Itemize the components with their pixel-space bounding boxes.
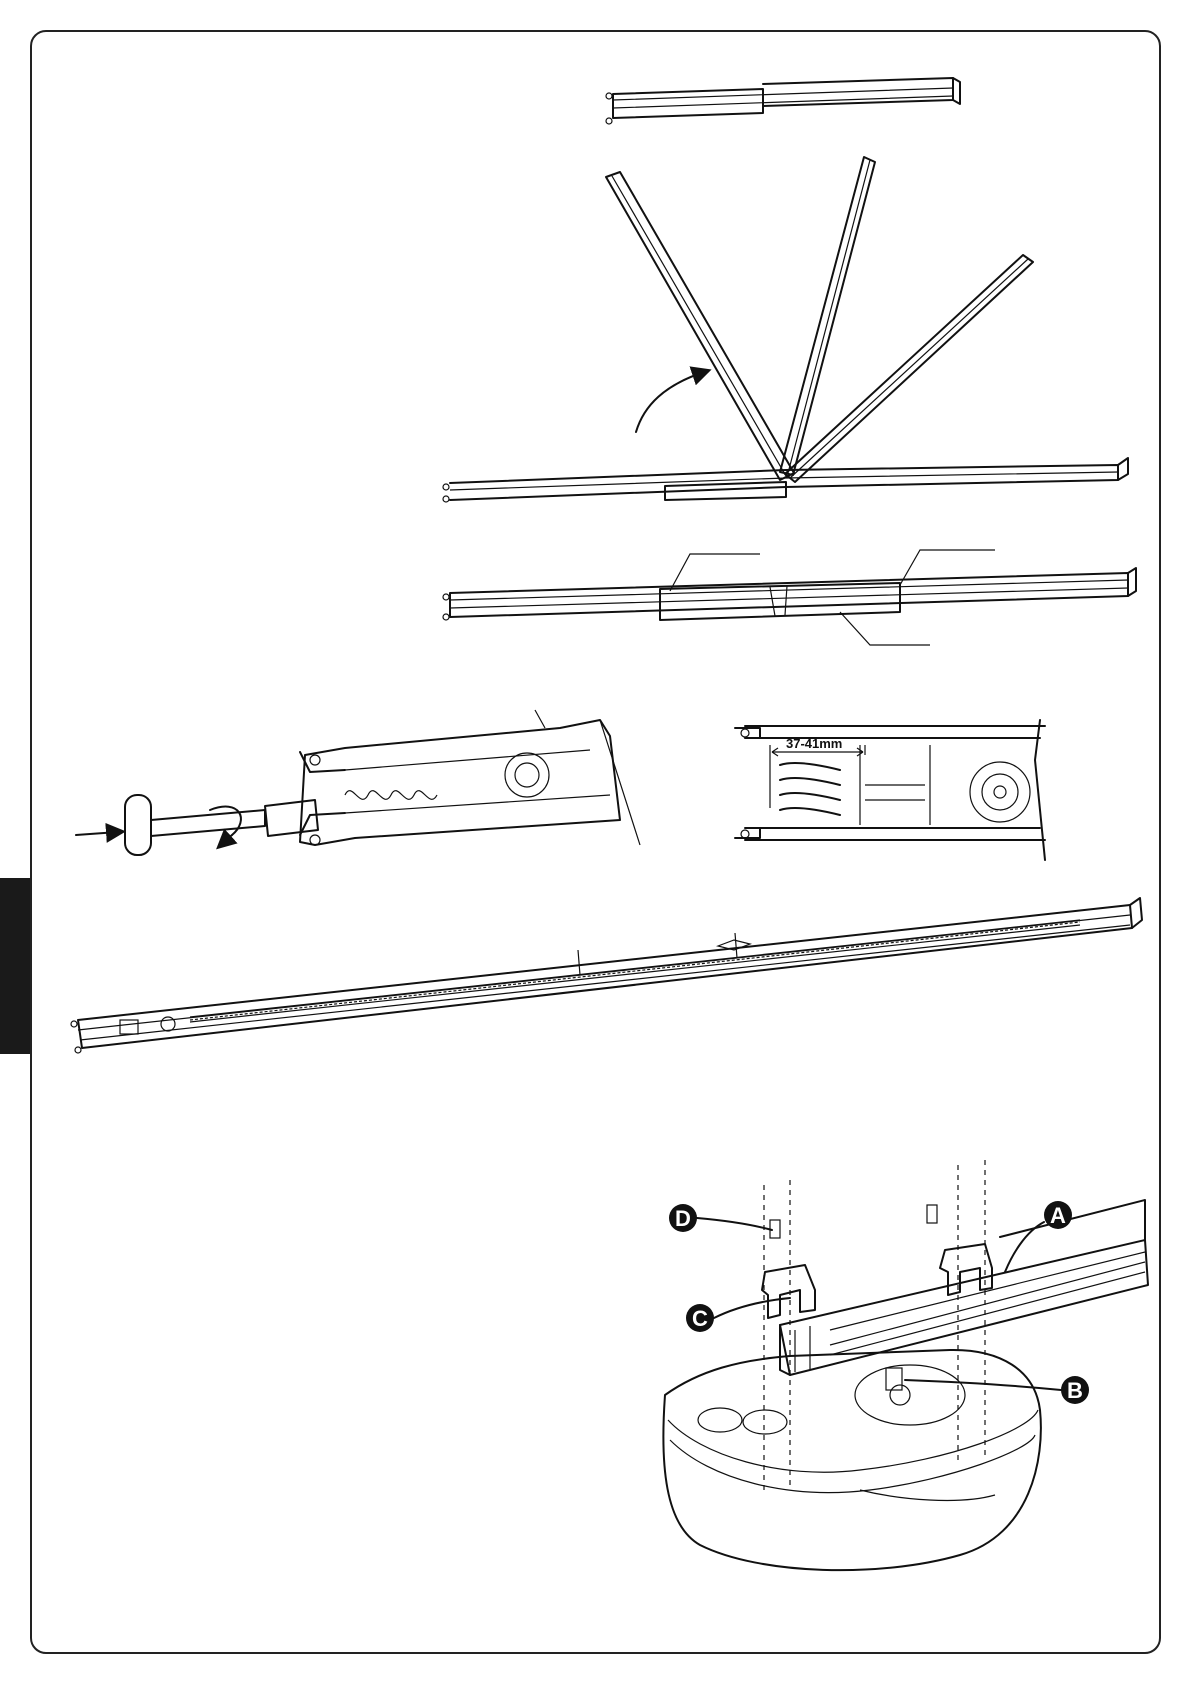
callout-b-label: B: [1067, 1378, 1083, 1403]
joined-rail: [443, 550, 1136, 645]
spring-dimension-label: 37-41mm: [786, 736, 842, 751]
spring-detail: 37-41mm: [735, 720, 1045, 860]
folded-rail: [606, 78, 960, 124]
callout-a-label: A: [1050, 1203, 1066, 1228]
callout-d-label: D: [675, 1206, 691, 1231]
callout-c-label: C: [692, 1306, 708, 1331]
motor-mounting: A B C D: [663, 1160, 1148, 1570]
assembled-rail: [71, 898, 1142, 1053]
unfolding-rail: [443, 157, 1128, 502]
tension-adjustment: [76, 710, 640, 855]
